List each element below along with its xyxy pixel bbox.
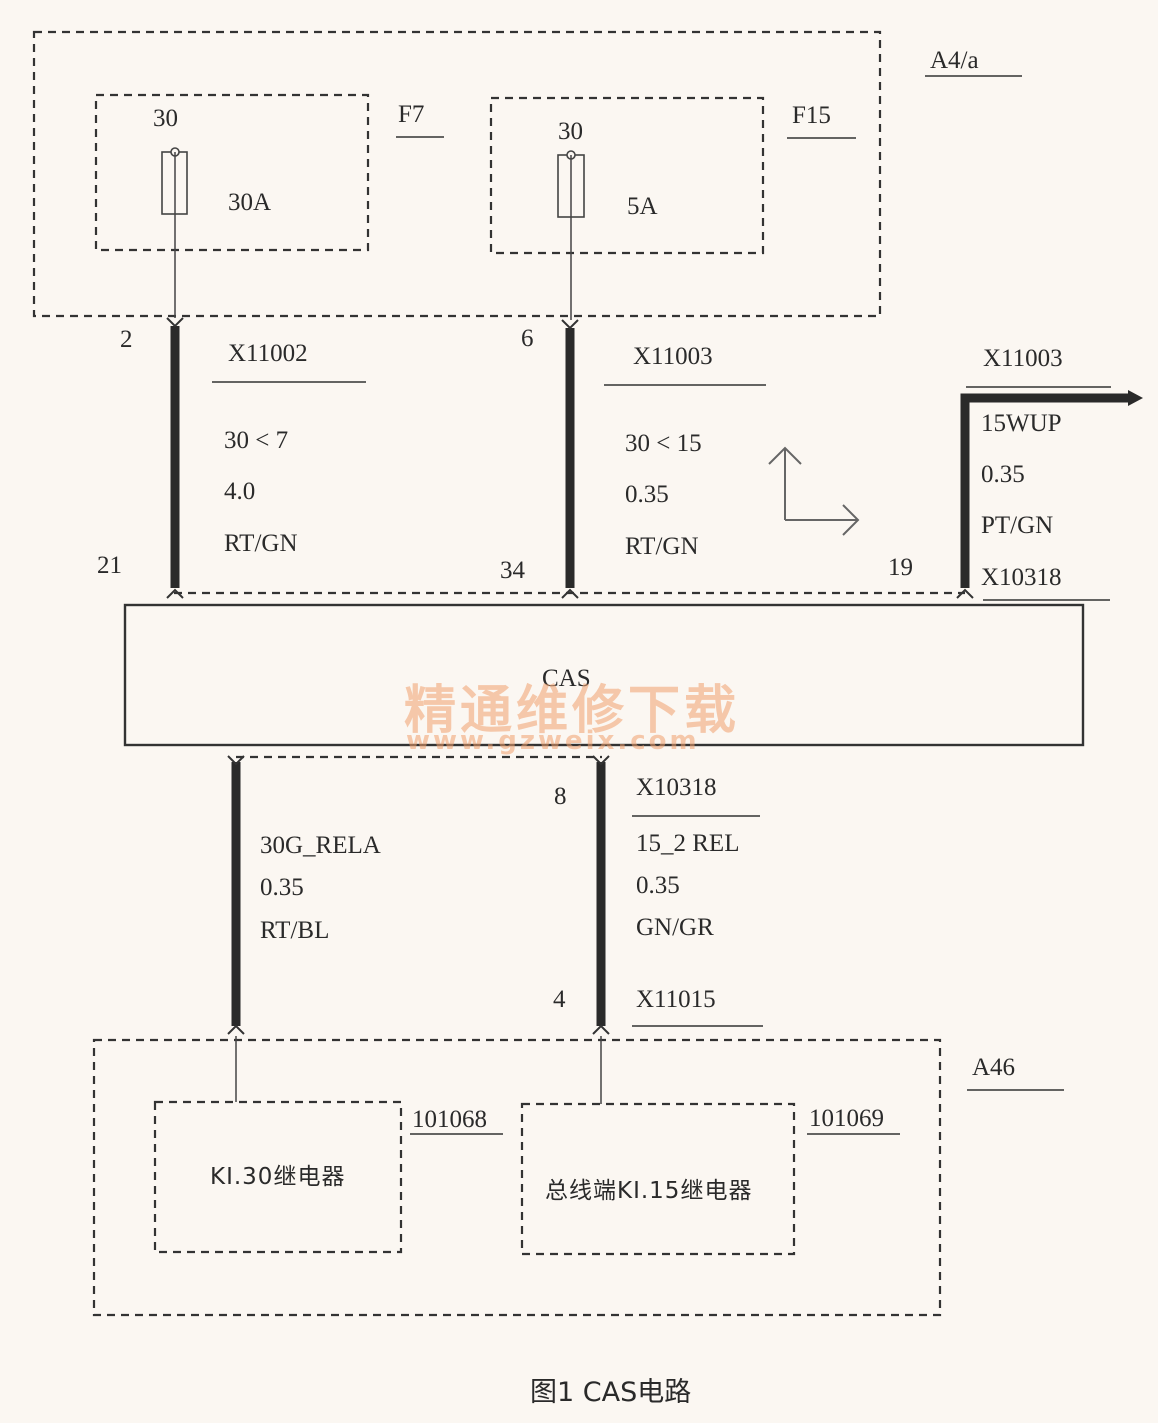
module-cas-box — [123, 603, 1085, 747]
wire3-gauge: 0.35 — [981, 461, 1025, 488]
wire3-connector-bottom: X10318 — [981, 564, 1062, 591]
wire3-signal: 15WUP — [981, 410, 1062, 437]
wire2-color: RT/GN — [625, 533, 699, 560]
fuse-f7-terminal: 30 — [153, 105, 178, 132]
wire1-connector: X11002 — [228, 340, 308, 367]
wire5-pin-top: 8 — [554, 783, 567, 810]
wire3-pin-bottom: 19 — [888, 554, 913, 581]
relay-101069-name: 总线端KI.15继电器 — [545, 1178, 753, 1204]
wire4-color: RT/BL — [260, 917, 330, 944]
wire1-signal: 30 < 7 — [224, 427, 289, 454]
relay-101068-id: 101068 — [412, 1106, 487, 1133]
fuse-f7-rating: 30A — [228, 189, 272, 216]
module-a46-label: A46 — [972, 1054, 1016, 1081]
relay-101069-id: 101069 — [809, 1105, 884, 1132]
module-a4a-label: A4/a — [930, 47, 979, 74]
relay-101068-name: KI.30继电器 — [210, 1164, 346, 1190]
module-a4a-box — [32, 30, 882, 318]
wire-15wup — [960, 393, 1130, 588]
relay-101068-box — [153, 1100, 403, 1254]
wire2-gauge: 0.35 — [625, 481, 669, 508]
watermark-url: www.gzweix.com — [406, 726, 700, 756]
fuse-f15-rating: 5A — [627, 193, 658, 220]
wire5-signal: 15_2 REL — [636, 830, 740, 857]
fuse-f15-terminal: 30 — [558, 118, 583, 145]
module-a46-box — [92, 1038, 942, 1317]
orientation-arrow-icon — [768, 446, 860, 536]
wire5-connector-bottom: X11015 — [636, 986, 716, 1013]
wire1-pin-top: 2 — [120, 326, 133, 353]
wire3-connector-top: X11003 — [983, 345, 1063, 372]
fuse-f7-name: F7 — [398, 101, 425, 128]
module-cas-label: CAS — [542, 665, 591, 692]
wire1-pin-bottom: 21 — [97, 552, 122, 579]
wire3-color: PT/GN — [981, 512, 1054, 539]
wire1-gauge: 4.0 — [224, 478, 256, 505]
wire5-color: GN/GR — [636, 914, 714, 941]
wire2-pin-bottom: 34 — [500, 557, 525, 584]
watermark-title: 精通维修下载 — [404, 681, 741, 741]
figure-caption: 图1 CAS电路 — [530, 1377, 692, 1408]
wire2-signal: 30 < 15 — [625, 430, 702, 457]
wire1-color: RT/GN — [224, 530, 298, 557]
wire4-signal: 30G_RELA — [260, 832, 381, 859]
fuse-f7-box — [94, 93, 370, 252]
wire5-connector-top: X10318 — [636, 774, 717, 801]
wire5-pin-bottom: 4 — [553, 986, 566, 1013]
fuse-f15-name: F15 — [792, 102, 831, 129]
wire2-pin-top: 6 — [521, 325, 534, 352]
fuse-f15-box — [489, 96, 765, 255]
wire5-gauge: 0.35 — [636, 872, 680, 899]
wire2-connector: X11003 — [633, 343, 713, 370]
wire4-gauge: 0.35 — [260, 874, 304, 901]
